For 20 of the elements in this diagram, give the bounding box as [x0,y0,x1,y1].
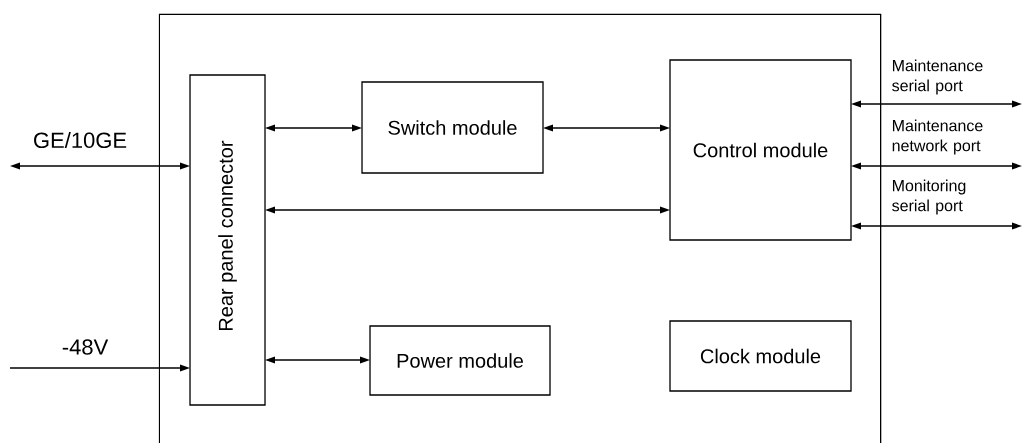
edge-label: Maintenance serial port [892,59,983,95]
edge-label: -48V [62,339,109,355]
arrow [10,162,190,170]
arrow [543,124,670,132]
edge-label: GE/10GE [34,131,127,149]
arrow [265,206,670,214]
arrow [851,222,1022,230]
edge-label: Monitoring serial port [892,179,966,215]
arrow [265,124,362,132]
module-box: Switch module [361,81,544,174]
arrow [9,364,190,372]
arrow [851,100,1022,108]
edge-label: Maintenance network port [892,119,983,155]
module-box: Power module [369,325,551,396]
arrow [265,356,370,364]
enclosure-box [158,13,882,443]
arrow [851,162,1022,170]
module-box: Control module [669,59,852,241]
module-box: Clock module [669,320,852,392]
module-box: Rear panel connector [189,74,266,406]
